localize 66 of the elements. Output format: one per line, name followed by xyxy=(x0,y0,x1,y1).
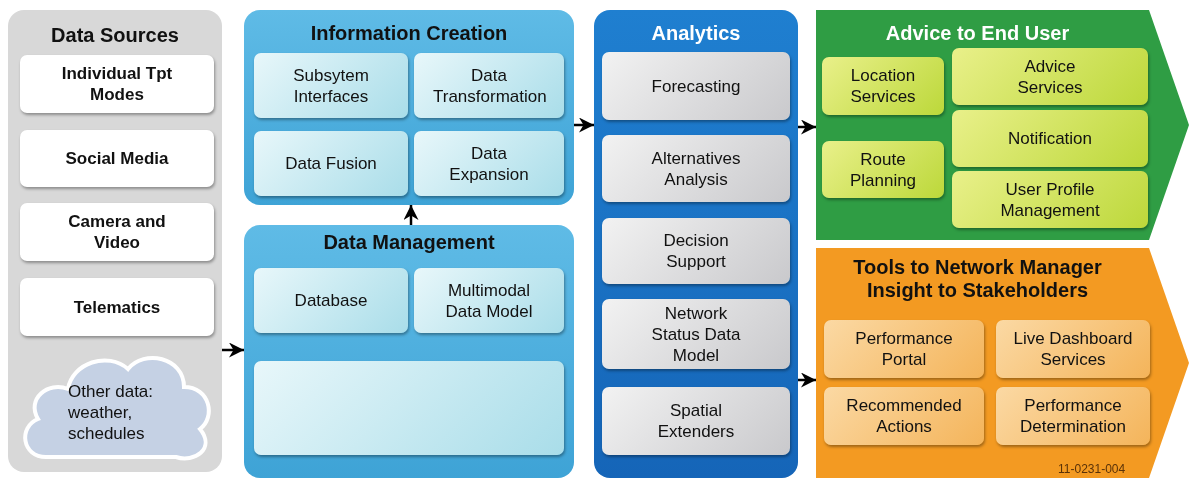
process-box xyxy=(602,52,790,120)
process-box xyxy=(602,299,790,369)
tool-box xyxy=(824,320,984,378)
box-label: Advice Services xyxy=(1016,55,1084,98)
tool-box xyxy=(996,387,1150,445)
panel-title: Advice to End User xyxy=(884,22,1071,45)
box-label: Location Services xyxy=(849,65,917,107)
tool-box xyxy=(824,387,984,445)
box-label: Database xyxy=(294,290,368,311)
source-box xyxy=(20,130,214,187)
process-box xyxy=(414,53,564,118)
box-label: Spatial Extenders xyxy=(656,400,736,442)
process-box xyxy=(602,218,790,284)
box-label: Social Media xyxy=(65,148,169,169)
service-box xyxy=(952,171,1148,228)
box-label: Data Transformation xyxy=(433,64,545,107)
arrow xyxy=(222,342,244,358)
service-box xyxy=(952,48,1148,105)
box-label: Route Planning xyxy=(848,148,918,191)
cloud-label: Other data: weather, schedules xyxy=(68,381,155,444)
panel-title: Analytics xyxy=(650,22,742,45)
process-box xyxy=(254,53,408,118)
process-box xyxy=(414,268,564,333)
box-label: Performance Portal xyxy=(854,328,954,370)
panel-title: Information Creation xyxy=(309,22,509,45)
box-label: Forecasting xyxy=(651,75,741,97)
box-label: Camera and Video xyxy=(67,211,167,253)
process-box xyxy=(254,268,408,333)
process-box xyxy=(254,361,564,455)
box-label: Data Fusion xyxy=(285,153,377,174)
box-label: Telematics xyxy=(73,296,161,318)
source-box xyxy=(20,55,214,113)
arrow xyxy=(798,372,816,388)
service-box xyxy=(952,110,1148,167)
sources-panel xyxy=(8,10,222,472)
group-panel xyxy=(244,10,574,205)
process-box xyxy=(602,135,790,202)
box-label: Notification xyxy=(1007,128,1093,149)
box-label: Recommended Actions xyxy=(845,395,963,437)
panel-title: Data Sources xyxy=(50,24,180,47)
arrow xyxy=(574,117,594,133)
source-box xyxy=(20,203,214,261)
box-label: User Profile Management xyxy=(999,178,1101,221)
figure-number: 11-0231-004 xyxy=(1058,462,1126,476)
panel-title: Tools to Network Manager Insight to Stakeholders xyxy=(852,256,1103,302)
box-label: Decision Support xyxy=(662,230,730,272)
box-label: Data Expansion xyxy=(448,142,530,185)
service-box xyxy=(822,141,944,198)
group-panel xyxy=(244,225,574,478)
service-box xyxy=(822,57,944,115)
panel-title: Data Management xyxy=(322,231,496,254)
box-label: Multimodal Data Model xyxy=(444,279,534,322)
box-label: Network Status Data Model xyxy=(650,302,742,366)
process-box xyxy=(602,387,790,455)
arrow xyxy=(403,205,419,225)
box-label: Individual Tpt Modes xyxy=(60,63,174,105)
tool-box xyxy=(996,320,1150,378)
box-label: Subsytem Interfaces xyxy=(292,64,370,107)
process-box xyxy=(414,131,564,196)
box-label: Live Dashboard Services xyxy=(1012,328,1134,370)
source-box xyxy=(20,278,214,336)
arrow xyxy=(798,119,816,135)
process-box xyxy=(254,131,408,196)
box-label: Alternatives Analysis xyxy=(650,147,742,190)
group-panel xyxy=(594,10,798,478)
box-label: Performance Determination xyxy=(1019,395,1127,437)
